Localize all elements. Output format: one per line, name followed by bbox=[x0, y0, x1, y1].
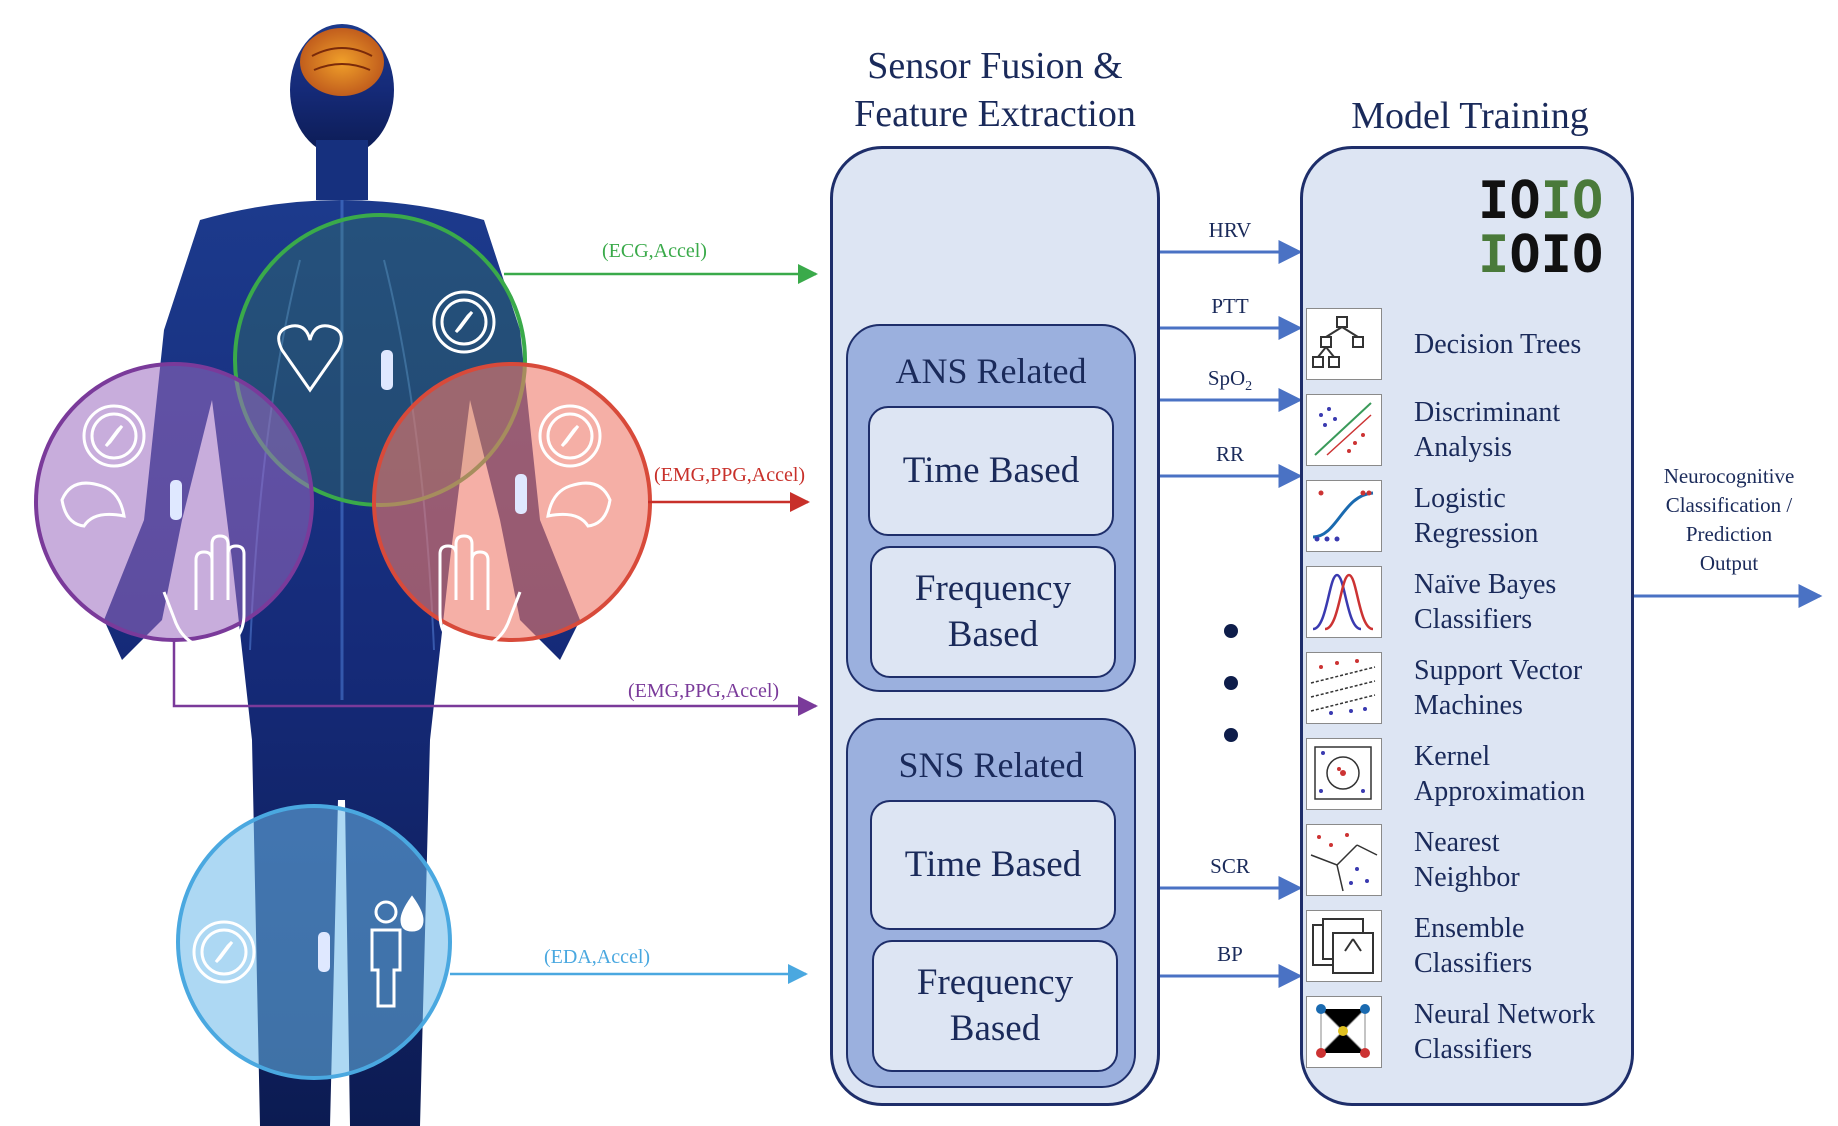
left-arm-sensor-circle bbox=[34, 362, 314, 650]
decision-tree-icon bbox=[1306, 308, 1382, 380]
model-item: Ensemble Classifiers bbox=[1306, 904, 1546, 988]
leg-sensor-circle bbox=[176, 804, 452, 1080]
model-label: Support Vector Machines bbox=[1414, 655, 1583, 721]
model-label: Logistic Regression bbox=[1414, 483, 1539, 549]
chest-sensor-patch bbox=[381, 350, 393, 390]
sns-title: SNS Related bbox=[898, 745, 1084, 785]
leg-sensor-patch bbox=[318, 932, 330, 972]
model-item: Kernel Approximation bbox=[1306, 732, 1585, 816]
binary-row-2: IOIO bbox=[1478, 225, 1604, 285]
neighbor-voronoi-icon bbox=[1306, 824, 1382, 896]
compass-icon bbox=[538, 404, 602, 468]
fusion-title-line1: Sensor Fusion & bbox=[867, 45, 1123, 87]
signal-bp: BP bbox=[1217, 942, 1243, 966]
model-item: Decision Trees bbox=[1306, 302, 1581, 386]
arm-sensor-patch bbox=[170, 480, 182, 520]
ellipsis-dot bbox=[1224, 728, 1238, 742]
ellipsis-dot bbox=[1224, 624, 1238, 638]
signal-scr: SCR bbox=[1210, 854, 1250, 878]
bell-curves-icon bbox=[1306, 566, 1382, 638]
stacked-trees-icon bbox=[1306, 910, 1382, 982]
heart-icon bbox=[277, 324, 343, 393]
model-item: Neural Network Classifiers bbox=[1306, 990, 1595, 1074]
flow-label-emg-left: (EMG,PPG,Accel) bbox=[628, 680, 780, 702]
flow-label-ecg: (ECG,Accel) bbox=[602, 240, 707, 262]
sns-frequency-based: Frequency Based bbox=[872, 940, 1118, 1072]
neural-network-icon bbox=[1306, 996, 1382, 1068]
model-label: Discriminant Analysis bbox=[1414, 397, 1561, 463]
model-item: Support Vector Machines bbox=[1306, 646, 1582, 730]
right-arm-sensor-circle bbox=[372, 362, 652, 650]
signal-hrv: HRV bbox=[1208, 218, 1252, 242]
training-title: Model Training bbox=[1351, 95, 1589, 137]
arm-sensor-patch bbox=[515, 474, 527, 514]
model-label: Decision Trees bbox=[1414, 328, 1582, 360]
ans-title: ANS Related bbox=[895, 351, 1087, 391]
model-label: Ensemble Classifiers bbox=[1414, 913, 1533, 979]
compass-icon bbox=[192, 920, 256, 984]
emg-left-arrow bbox=[172, 640, 818, 716]
signal-spo2: SpO2 bbox=[1170, 366, 1290, 395]
ans-frequency-based: Frequency Based bbox=[870, 546, 1116, 678]
model-label: Naïve Bayes Classifiers bbox=[1414, 569, 1557, 635]
muscle-arm-icon bbox=[546, 481, 612, 528]
model-label: Kernel Approximation bbox=[1414, 741, 1586, 807]
fusion-title: Sensor Fusion & Feature Extraction bbox=[830, 42, 1160, 138]
brain-icon bbox=[300, 28, 384, 96]
binary-row-1: IOIO bbox=[1478, 171, 1604, 231]
hand-icon bbox=[438, 534, 522, 650]
sns-time-based: Time Based bbox=[870, 800, 1116, 930]
flow-label-eda: (EDA,Accel) bbox=[544, 946, 651, 968]
kernel-circle-icon bbox=[1306, 738, 1382, 810]
model-item: Nearest Neighbor bbox=[1306, 818, 1546, 902]
sigmoid-curve-icon bbox=[1306, 480, 1382, 552]
model-item: Naïve Bayes Classifiers bbox=[1306, 560, 1556, 644]
person-sweat-icon bbox=[370, 895, 424, 1008]
model-label: Nearest Neighbor bbox=[1414, 827, 1520, 893]
signal-rr: RR bbox=[1215, 442, 1244, 466]
signal-spo2-subscript: 2 bbox=[1245, 379, 1253, 395]
ans-group: ANS Related Time Based Frequency Based bbox=[846, 324, 1136, 692]
signal-ptt: PTT bbox=[1211, 294, 1249, 318]
compass-icon bbox=[82, 404, 146, 468]
hand-icon bbox=[162, 534, 246, 650]
flow-label-emg-right: (EMG,PPG,Accel) bbox=[654, 464, 806, 486]
output-label: Neurocognitive Classification / Predicti… bbox=[1663, 464, 1795, 575]
binary-logo: IOIO IOIO bbox=[1478, 174, 1603, 282]
model-item: Logistic Regression bbox=[1306, 474, 1546, 558]
svm-margin-icon bbox=[1306, 652, 1382, 724]
signal-arrows bbox=[1160, 240, 1823, 988]
model-item: Discriminant Analysis bbox=[1306, 388, 1560, 472]
signal-spo2-text: SpO bbox=[1207, 366, 1246, 390]
muscle-arm-icon bbox=[60, 481, 126, 528]
model-label: Neural Network Classifiers bbox=[1414, 999, 1596, 1065]
fusion-title-line2: Feature Extraction bbox=[854, 93, 1136, 135]
discriminant-scatter-icon bbox=[1306, 394, 1382, 466]
sns-group: SNS Related Time Based Frequency Based bbox=[846, 718, 1136, 1088]
ans-time-based: Time Based bbox=[868, 406, 1114, 536]
compass-icon bbox=[432, 290, 496, 354]
ellipsis-dot bbox=[1224, 676, 1238, 690]
